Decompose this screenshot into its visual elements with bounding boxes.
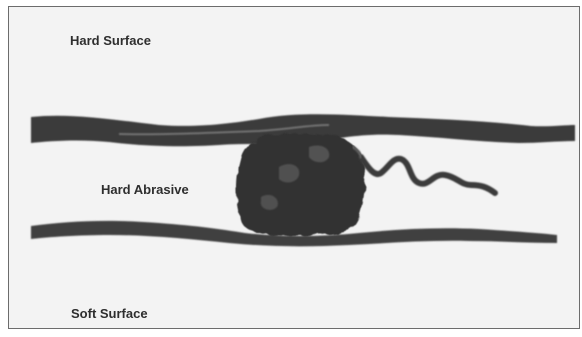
diagram-frame: Hard Surface Hard Abrasive Soft Surface	[8, 6, 580, 329]
hard-abrasive-label: Hard Abrasive	[101, 182, 189, 197]
abrasion-illustration	[9, 7, 580, 329]
abrasive-particle	[236, 133, 365, 236]
soft-surface-label: Soft Surface	[71, 306, 148, 321]
debris-strand	[361, 157, 495, 193]
hard-surface-label: Hard Surface	[70, 33, 151, 48]
